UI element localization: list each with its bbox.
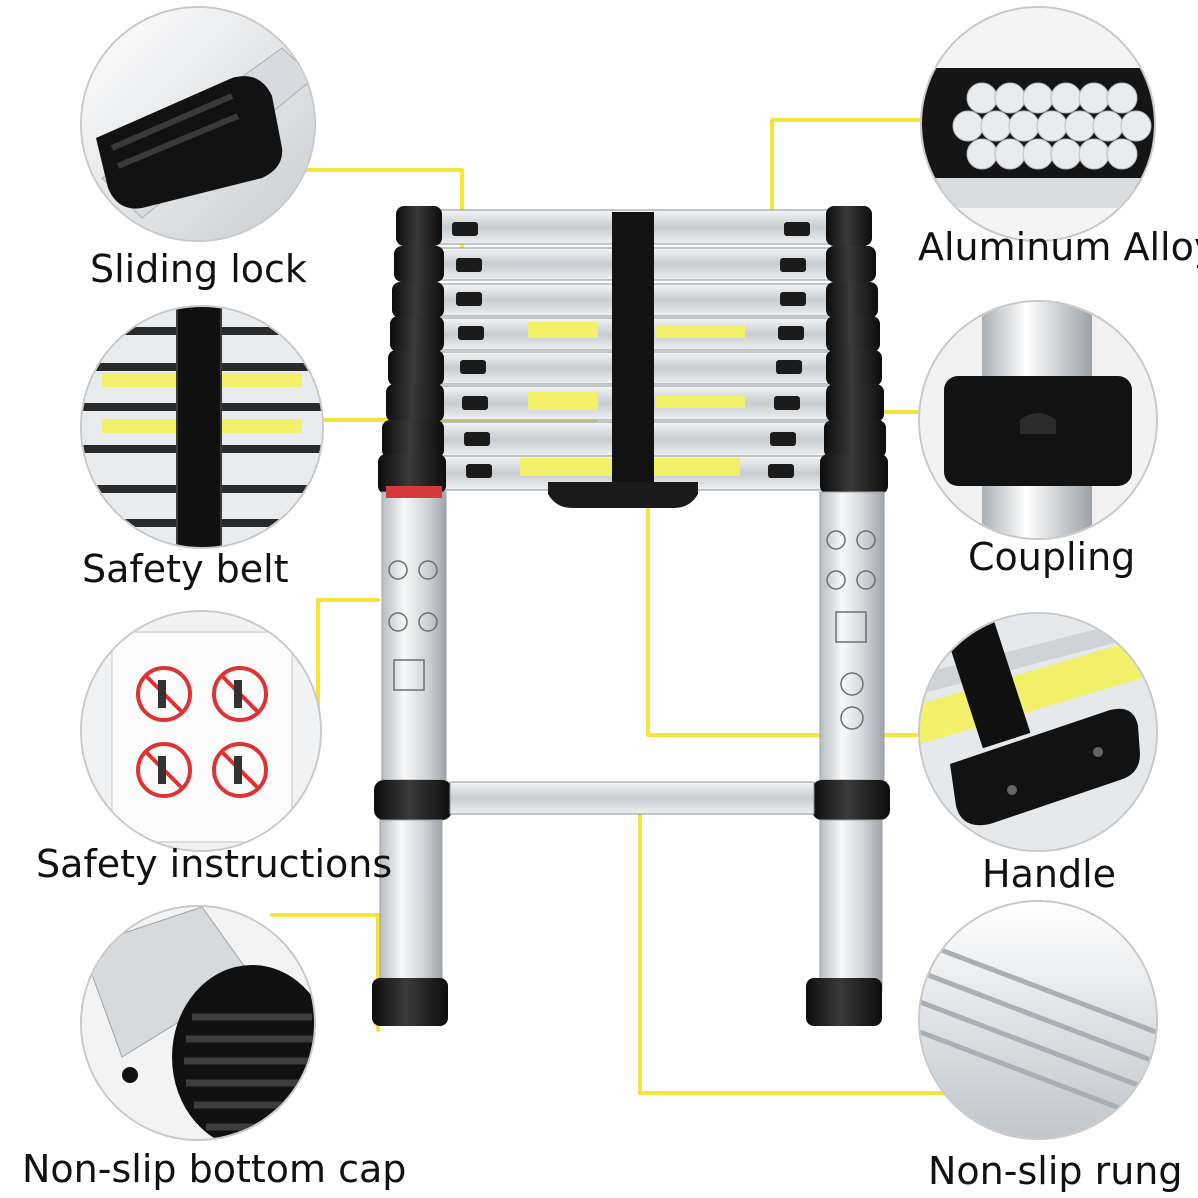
- carry-handle: [548, 482, 698, 508]
- detail-circle-non-slip-bottom-cap: [80, 905, 316, 1141]
- label-safety-instructions: Safety instructions: [36, 842, 393, 886]
- right-coupling-stack: [820, 206, 888, 494]
- detail-circle-safety-instructions: [80, 610, 322, 852]
- bottom-rung: [449, 781, 815, 815]
- detail-circle-aluminum-alloy: [920, 6, 1156, 242]
- label-aluminum-alloy: Aluminum Alloy: [918, 225, 1198, 269]
- label-non-slip-bottom-cap: Non-slip bottom cap: [22, 1147, 407, 1191]
- detail-circle-non-slip-rung: [918, 900, 1158, 1140]
- detail-circle-sliding-lock: [80, 6, 316, 242]
- label-sliding-lock: Sliding lock: [90, 247, 307, 291]
- label-non-slip-rung: Non-slip rung: [928, 1149, 1183, 1193]
- leader-line-aluminum-alloy: [770, 118, 922, 214]
- leader-line-non-slip-rung: [638, 813, 947, 1095]
- detail-circle-safety-belt: [80, 305, 324, 549]
- left-coupling-stack: [378, 206, 446, 494]
- detail-circle-handle: [918, 612, 1158, 852]
- label-coupling: Coupling: [968, 535, 1136, 579]
- left-foot-cap: [372, 978, 448, 1026]
- safety-strap: [612, 212, 654, 502]
- leader-line-safety-instructions: [316, 598, 380, 732]
- label-safety-belt: Safety belt: [82, 547, 289, 591]
- right-foot-cap: [806, 978, 882, 1026]
- label-handle: Handle: [982, 852, 1117, 896]
- detail-circle-coupling: [918, 300, 1158, 540]
